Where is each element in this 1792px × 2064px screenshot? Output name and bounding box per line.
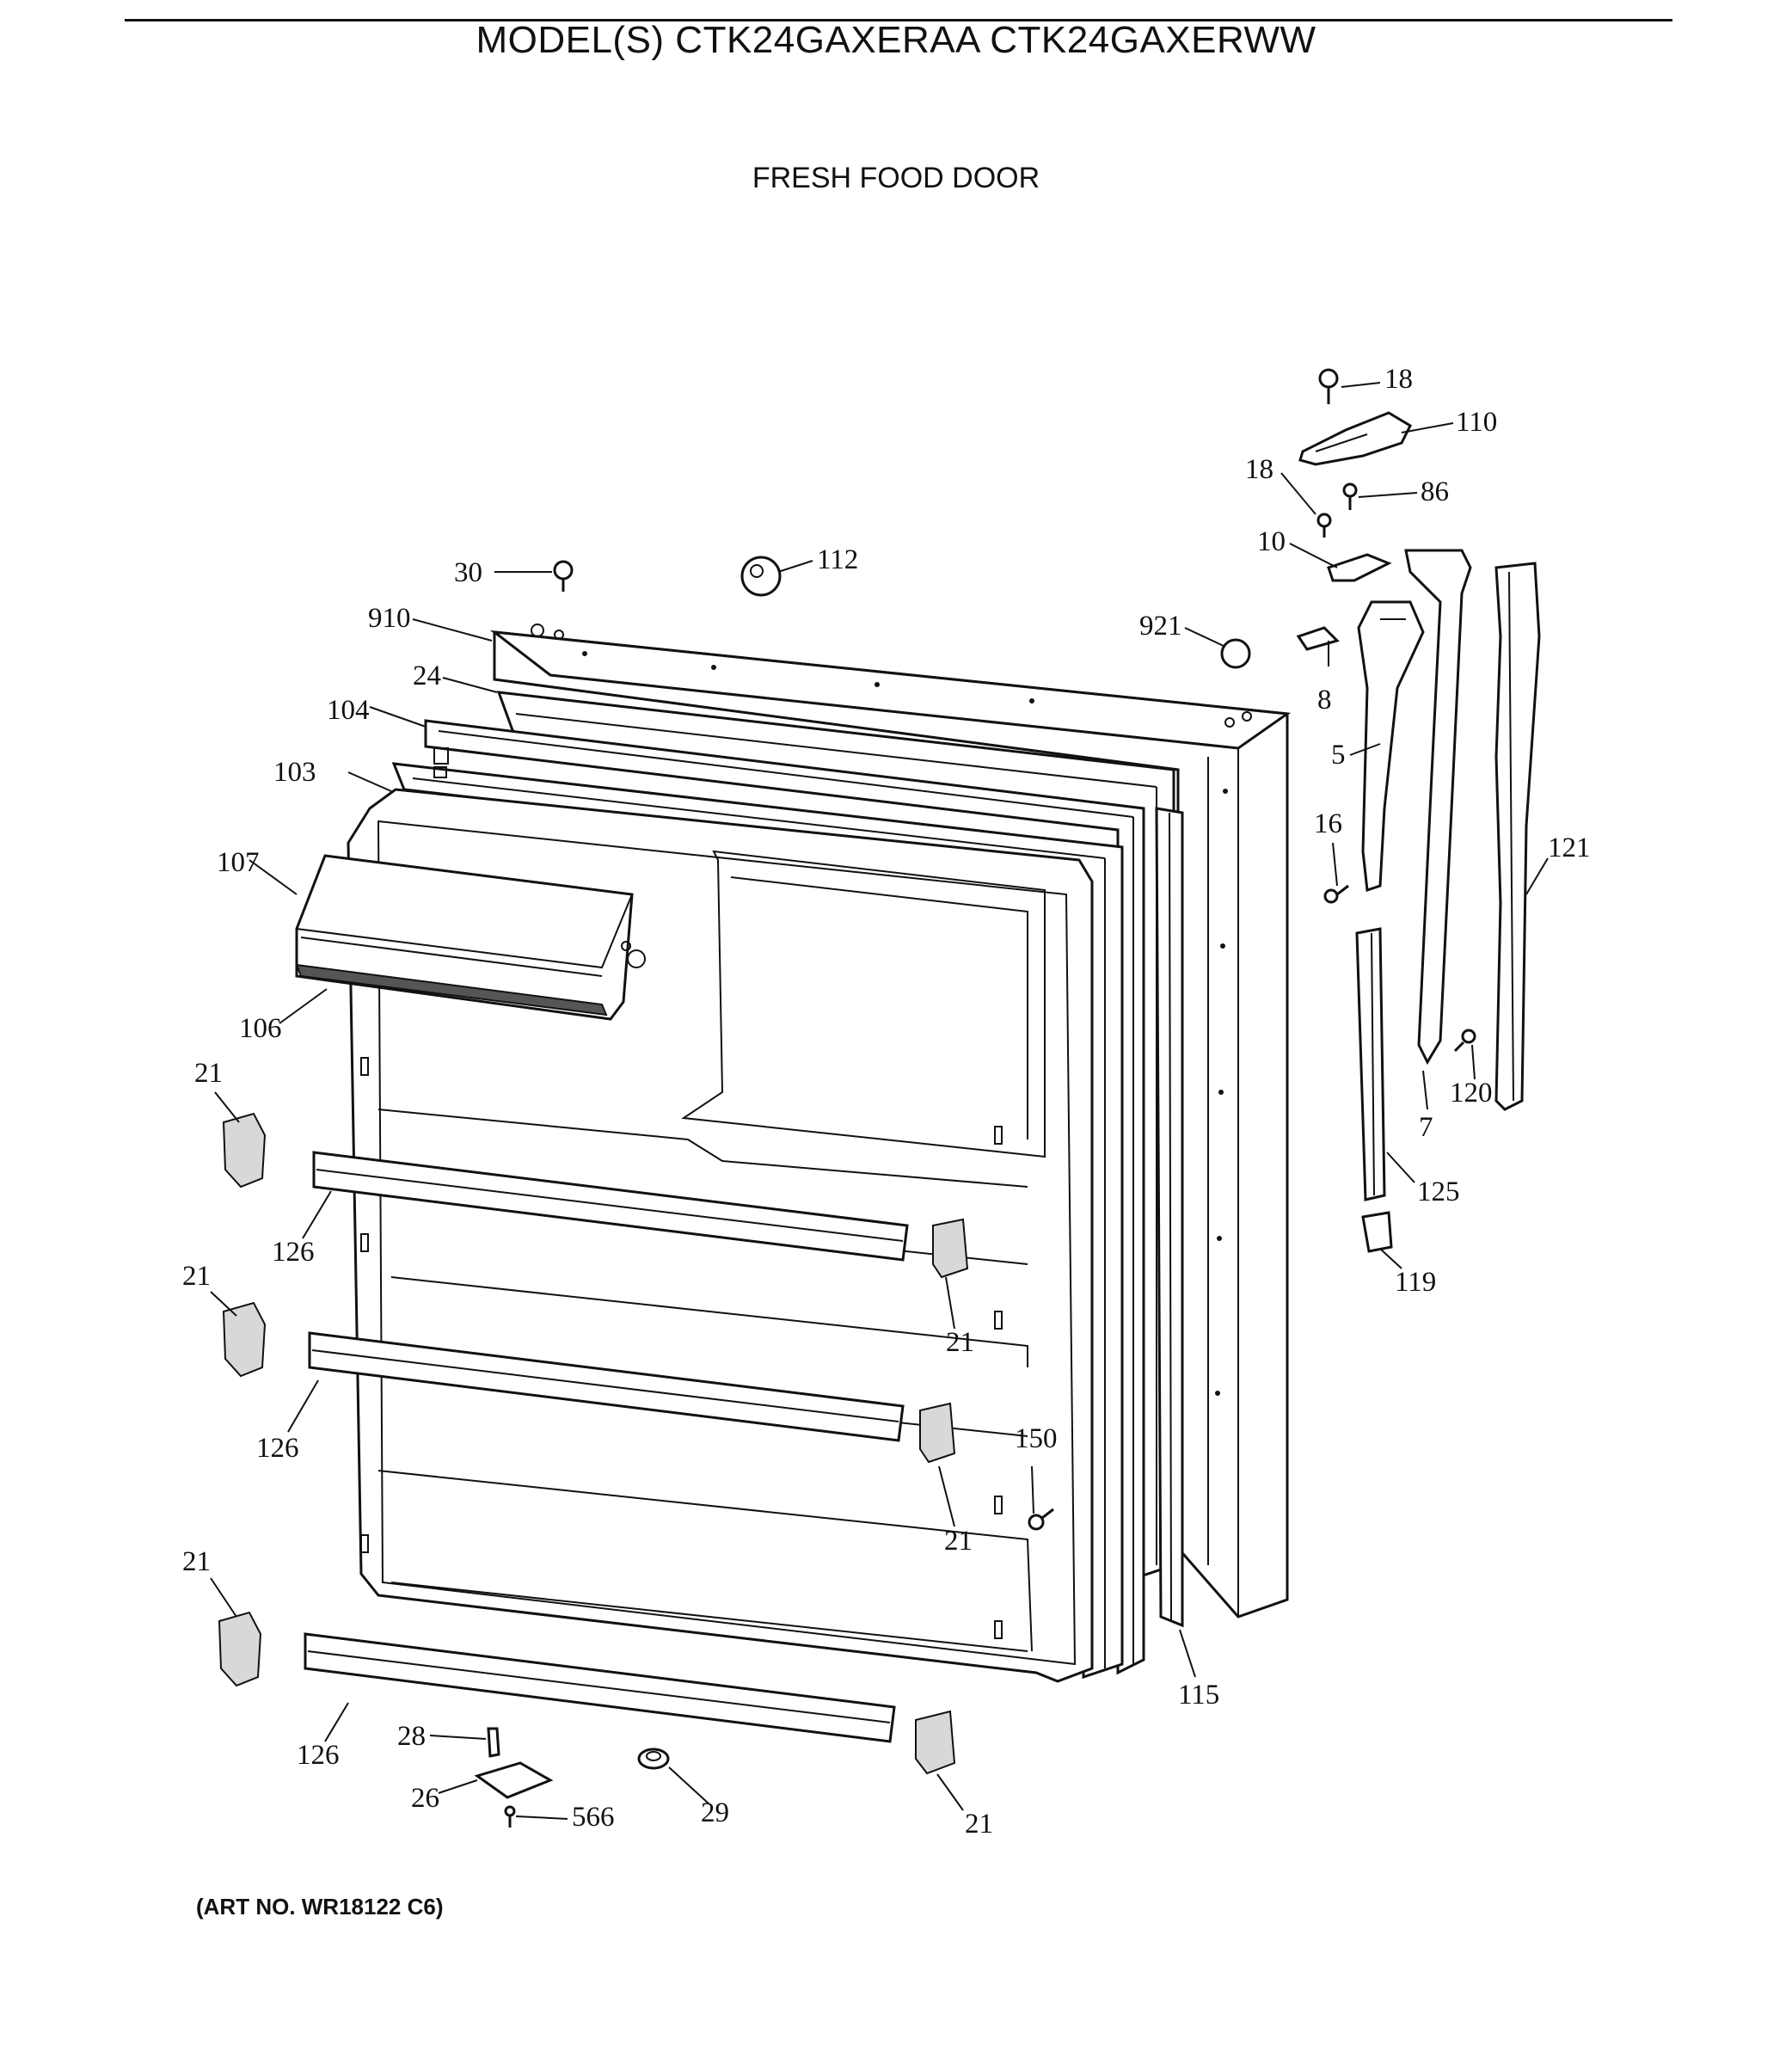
callout-21: 21 (965, 1809, 993, 1840)
shelf-end-caps (218, 1112, 969, 1775)
callout-18: 18 (1384, 364, 1413, 395)
callout-110: 110 (1456, 407, 1498, 438)
callout-115: 115 (1178, 1680, 1220, 1711)
callout-26: 26 (411, 1783, 439, 1814)
leader-lines (210, 382, 1549, 1820)
callout-921: 921 (1139, 611, 1182, 642)
callout-126: 126 (272, 1237, 315, 1268)
top-rule (125, 19, 1672, 22)
callout-120: 120 (1450, 1078, 1493, 1109)
callout-126: 126 (297, 1740, 340, 1771)
callout-7: 7 (1419, 1112, 1433, 1143)
callout-112: 112 (817, 544, 859, 575)
hinge-screws (1220, 368, 1476, 1053)
callout-29: 29 (701, 1797, 729, 1828)
callout-119: 119 (1395, 1267, 1437, 1298)
hinge-side-seal (1155, 807, 1184, 1628)
callout-21: 21 (194, 1058, 223, 1089)
callout-28: 28 (397, 1721, 426, 1752)
callout-21: 21 (182, 1546, 211, 1577)
dairy-compartment-door (295, 854, 646, 1021)
callout-150: 150 (1015, 1423, 1058, 1454)
callout-18: 18 (1245, 454, 1273, 485)
callout-8: 8 (1317, 685, 1332, 716)
callout-21: 21 (944, 1526, 973, 1557)
callout-126: 126 (256, 1433, 299, 1464)
callout-16: 16 (1314, 808, 1342, 839)
shelf-bars (304, 1151, 909, 1743)
model-title: MODEL(S) CTK24GAXERAA CTK24GAXERWW (476, 19, 1316, 61)
art-number: (ART NO. WR18122 C6) (196, 1894, 444, 1920)
callout-21: 21 (946, 1327, 974, 1358)
callout-24: 24 (413, 660, 441, 691)
callout-21: 21 (182, 1261, 211, 1292)
callout-5: 5 (1331, 740, 1346, 771)
outer-door-panel (489, 624, 1292, 1619)
callout-104: 104 (327, 695, 370, 726)
callout-910: 910 (368, 603, 411, 634)
callout-121: 121 (1548, 832, 1591, 863)
callout-103: 103 (273, 757, 316, 788)
hinge-assembly (1220, 368, 1541, 1253)
top-fasteners (553, 556, 1054, 1531)
section-title: FRESH FOOD DOOR (752, 162, 1040, 194)
callout-107: 107 (217, 847, 260, 878)
callout-10: 10 (1257, 526, 1286, 557)
bottom-parts (474, 1727, 670, 1828)
callout-566: 566 (572, 1802, 615, 1833)
callout-106: 106 (239, 1013, 282, 1044)
callout-86: 86 (1421, 476, 1449, 507)
callout-30: 30 (454, 557, 482, 588)
callout-125: 125 (1417, 1176, 1460, 1207)
